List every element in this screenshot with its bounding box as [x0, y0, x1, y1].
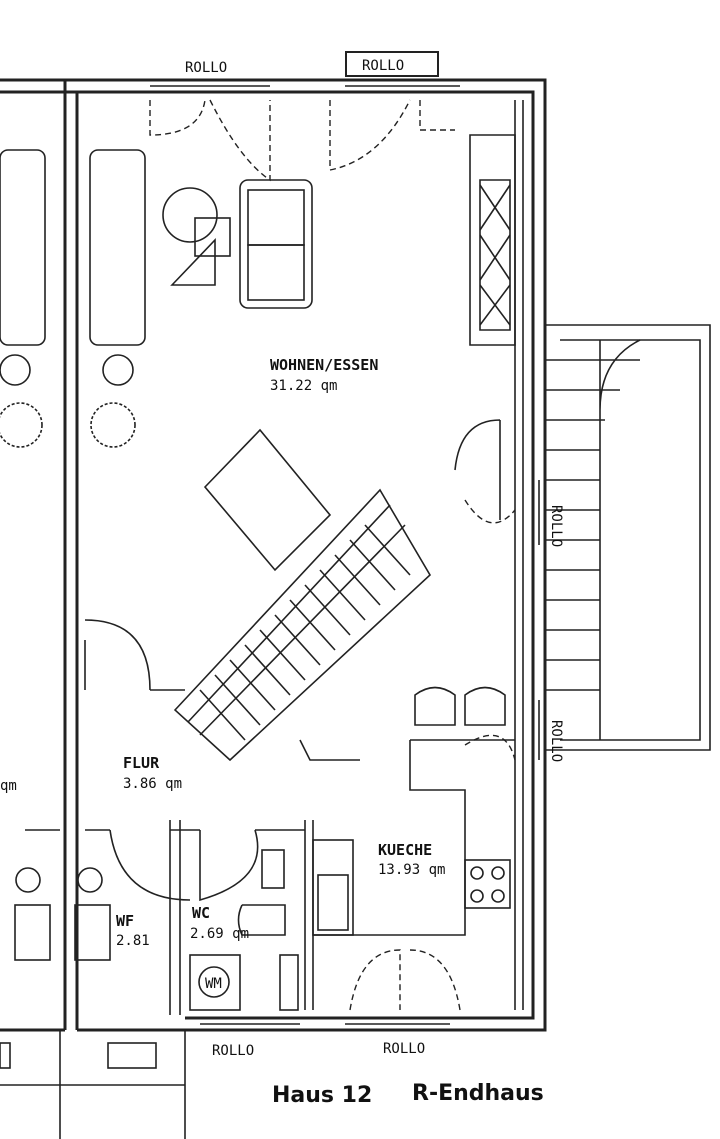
- rollo-label: ROLLO: [548, 720, 564, 762]
- furniture: [0, 134, 516, 1139]
- room-area-wf: 2.81: [116, 933, 150, 949]
- walls: [0, 78, 547, 1032]
- room-area-left-partial: qm: [0, 778, 17, 794]
- rollo-label: ROLLO: [383, 1041, 425, 1057]
- rollo-label: ROLLO: [362, 58, 404, 74]
- caption-type: R-Endhaus: [412, 1081, 544, 1106]
- room-name-kueche: KUECHE: [378, 841, 432, 859]
- doors: [84, 99, 516, 1011]
- room-name-wc: WC: [192, 904, 210, 922]
- rollo-label: ROLLO: [212, 1043, 254, 1059]
- caption: Haus 12 R-Endhaus: [272, 1081, 544, 1108]
- rollo-label: ROLLO: [185, 60, 227, 76]
- room-area-wohnen: 31.22 qm: [270, 378, 337, 394]
- rollo-label: ROLLO: [548, 505, 564, 547]
- room-area-kueche: 13.93 qm: [378, 862, 445, 878]
- room-area-flur: 3.86 qm: [123, 776, 182, 792]
- exterior-staircase: [545, 324, 711, 751]
- staircase: [173, 488, 432, 762]
- rollo-labels: ROLLO ROLLO ROLLO ROLLO ROLLO ROLLO WM: [185, 51, 564, 1059]
- room-labels: WOHNEN/ESSEN 31.22 qm FLUR 3.86 qm KUECH…: [0, 356, 445, 949]
- caption-house: Haus 12: [272, 1083, 372, 1108]
- room-name-flur: FLUR: [123, 754, 160, 772]
- room-name-wf: WF: [116, 912, 134, 930]
- wm-label: WM: [205, 976, 222, 992]
- room-name-wohnen: WOHNEN/ESSEN: [270, 356, 378, 374]
- room-area-wc: 2.69 qm: [190, 926, 249, 942]
